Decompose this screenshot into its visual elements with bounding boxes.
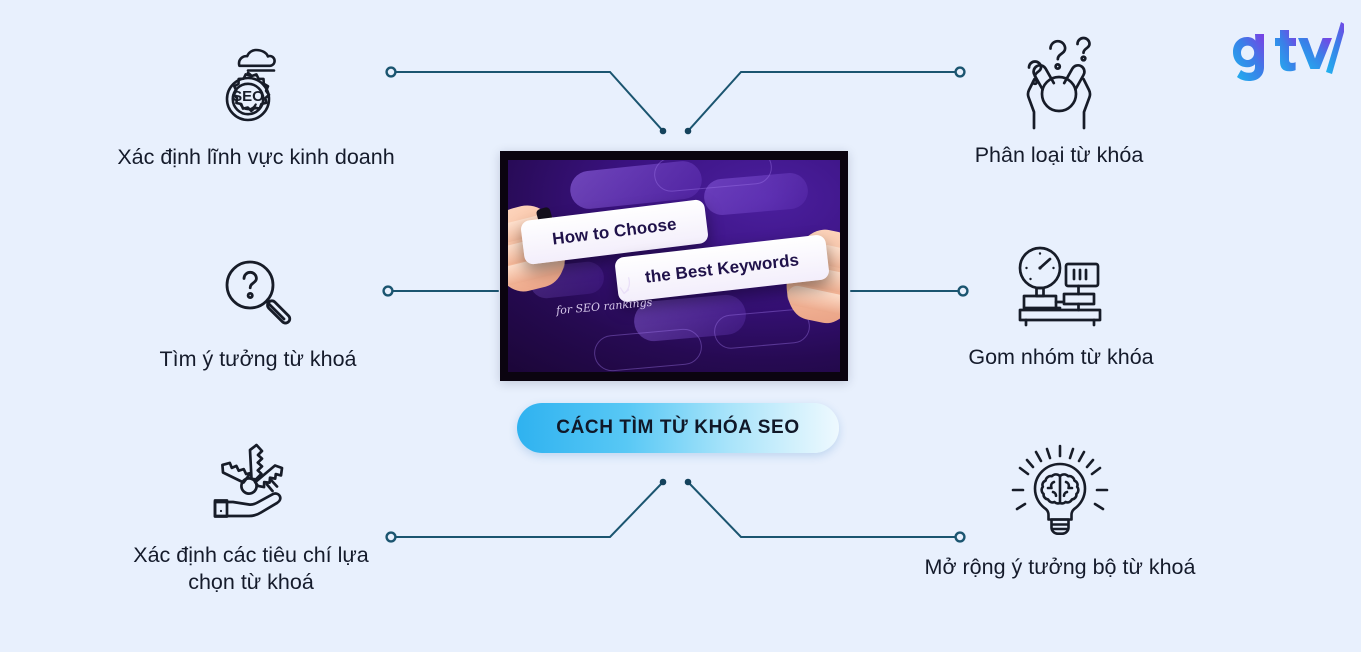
magnifier-question-icon — [225, 260, 292, 325]
hand-keys-icon — [213, 443, 284, 518]
node-bottom-right[interactable]: Mở rộng ý tưởng bộ từ khoá — [880, 444, 1240, 581]
node-label: Mở rộng ý tưởng bộ từ khoá — [924, 555, 1196, 579]
node-label: Xác định các tiêu chí lựa chọn từ khoá — [133, 543, 369, 595]
curved-arrow-icon — [619, 277, 631, 295]
gauge-server-icon — [1018, 246, 1102, 327]
node-label: Gom nhóm từ khóa — [968, 345, 1154, 369]
center-pill-label[interactable]: CÁCH TÌM TỪ KHÓA SEO — [517, 403, 839, 453]
thumbnail-screen: How to Choose the Best Keywords for SEO … — [508, 160, 840, 372]
node-middle-right[interactable]: Gom nhóm từ khóa — [920, 242, 1202, 371]
lightbulb-brain-icon — [1011, 444, 1109, 535]
center-pill-text: CÁCH TÌM TỪ KHÓA SEO — [556, 417, 800, 438]
node-label: Tìm ý tưởng từ khoá — [159, 347, 357, 371]
decor-blob — [592, 327, 704, 372]
node-middle-left[interactable]: Tìm ý tưởng từ khoá — [118, 252, 398, 373]
svg-text:SEO: SEO — [232, 88, 264, 105]
seo-gear-cloud-icon: SEO — [225, 48, 276, 122]
gtv-logo[interactable] — [1222, 20, 1344, 82]
person-questions-icon — [1026, 36, 1092, 130]
node-top-right[interactable]: Phân loại từ khóa — [930, 28, 1188, 169]
node-label: Phân loại từ khóa — [974, 143, 1144, 167]
node-top-left[interactable]: SEO Xác định lĩnh vực kinh doanh — [60, 42, 452, 171]
node-label: Xác định lĩnh vực kinh doanh — [117, 145, 395, 169]
node-bottom-left[interactable]: Xác định các tiêu chí lựa chọn từ khoá — [80, 440, 422, 596]
video-thumbnail[interactable]: How to Choose the Best Keywords for SEO … — [500, 151, 848, 381]
